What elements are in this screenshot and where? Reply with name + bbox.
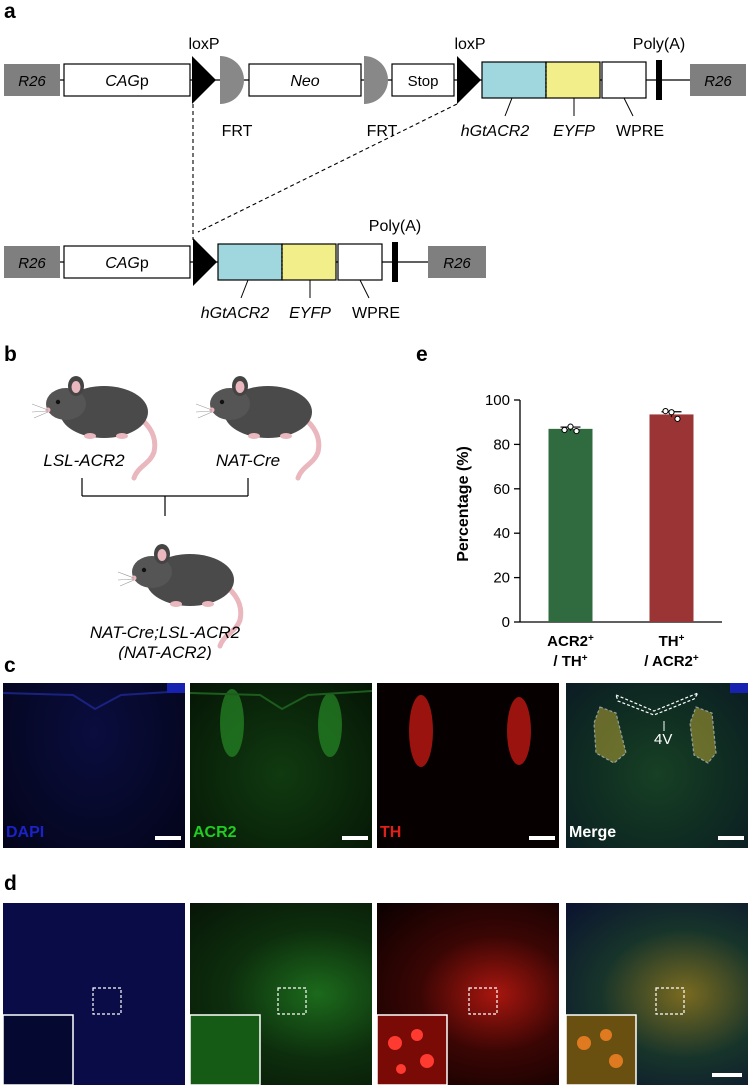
y-tick-label: 80 [493, 436, 510, 453]
scale-bar [718, 836, 744, 840]
y-tick-label: 20 [493, 570, 510, 587]
label-acr2: ACR2 [193, 824, 237, 841]
loxp-triangle-bottom [193, 238, 217, 286]
cag-promoter-box-bottom [63, 245, 191, 279]
wpre-box-bottom [337, 243, 383, 281]
bar-1 [649, 414, 694, 622]
neo-box [248, 63, 362, 97]
y-tick-label: 60 [493, 481, 510, 498]
data-point [561, 426, 568, 434]
eyfp-box-top [545, 61, 601, 99]
gene-label-top: hGtACR2 [461, 123, 530, 140]
polya-bar-bottom [392, 242, 398, 282]
loxp-label-2: loxP [454, 36, 485, 53]
micrograph-d-acr2 [190, 903, 372, 1085]
y-tick-label: 40 [493, 525, 510, 542]
eyfp-label-top: EYFP [553, 123, 595, 140]
x-tick-label-line1: TH+ [659, 633, 685, 651]
micrograph-c-acr2: ACR2 [190, 683, 372, 848]
panel-label-b: b [4, 343, 17, 366]
wpre-label-bottom: WPRE [352, 305, 400, 322]
y-axis-label: Percentage (%) [455, 446, 472, 562]
micrograph-d-merge [566, 903, 748, 1085]
data-point [668, 409, 675, 416]
neo-label: Neo [290, 73, 319, 90]
cagp-label-bottom: CAGp [105, 255, 149, 272]
r26-label-right-top: R26 [704, 73, 732, 90]
micrograph-c-th: TH [377, 683, 559, 848]
cag-promoter-box-top [63, 63, 191, 97]
r26-label-right-bottom: R26 [443, 255, 471, 272]
polya-label-bottom: Poly(A) [369, 218, 421, 235]
data-point [567, 423, 574, 430]
frt-label-2: FRT [367, 123, 398, 140]
loxp-triangle-1 [192, 56, 216, 104]
stop-label: Stop [408, 73, 439, 90]
loxp-label-1: loxP [188, 36, 219, 53]
r26-label-left-top: R26 [18, 73, 46, 90]
r26-label-left-bottom: R26 [18, 255, 46, 272]
micrograph-d-th [377, 903, 559, 1085]
polya-bar-top [656, 60, 662, 100]
acr2-box-top [481, 61, 547, 99]
scale-bar [529, 836, 555, 840]
parent-left-label: LSL-ACR2 [43, 451, 125, 470]
frt-semicircle-1 [220, 56, 244, 104]
y-tick-label: 100 [485, 392, 510, 409]
x-tick-label-line1: ACR2+ [547, 633, 594, 651]
x-tick-label-line2: / ACR2+ [644, 653, 699, 671]
offspring-label-2: (NAT-ACR2) [118, 643, 212, 660]
scale-bar [712, 1073, 742, 1077]
label-4v: 4V [654, 731, 673, 748]
x-tick-label-line2: / TH+ [553, 653, 587, 671]
data-point [573, 427, 580, 435]
data-point [662, 408, 669, 415]
label-th: TH [380, 824, 402, 841]
wpre-label-top: WPRE [616, 123, 664, 140]
micrograph-c-dapi: DAPI [3, 683, 185, 848]
parent-right-label: NAT-Cre [216, 451, 280, 470]
scale-bar [155, 836, 181, 840]
r26-box-right-top [690, 64, 746, 96]
frt-label-1: FRT [222, 123, 253, 140]
loxp-triangle-2 [457, 56, 481, 104]
stop-box [391, 63, 455, 97]
panel-label-c: c [4, 654, 16, 677]
eyfp-label-bottom: EYFP [289, 305, 331, 322]
panel-label-a: a [4, 0, 16, 23]
r26-box-left-bottom [4, 246, 60, 278]
micrograph-c-merge: 4V Merge [566, 683, 748, 848]
gene-label-bottom: hGtACR2 [201, 305, 270, 322]
data-point [674, 415, 681, 422]
scale-bar [342, 836, 368, 840]
label-dapi: DAPI [6, 824, 45, 841]
label-merge: Merge [569, 824, 617, 841]
polya-label-top: Poly(A) [633, 36, 685, 53]
micrograph-d-dapi [3, 903, 185, 1085]
r26-box-left-top [4, 64, 60, 96]
panel-label-e: e [416, 343, 428, 366]
offspring-label-1: NAT-Cre;LSL-ACR2 [90, 623, 241, 642]
breeding-diagram: LSL-ACR2 NAT-Cre NAT-Cre;LSL-ACR2 (NAT-A… [0, 340, 340, 660]
r26-box-right-bottom [428, 246, 486, 278]
wpre-box-top [601, 61, 647, 99]
construct-diagram: R26 CAGp loxP Neo Stop loxP Poly(A) R26 … [4, 36, 746, 322]
acr2-box-bottom [217, 243, 283, 281]
y-tick-label: 0 [502, 614, 510, 631]
frt-semicircle-2 [364, 56, 388, 104]
bar-0 [548, 428, 593, 622]
panel-label-d: d [4, 872, 17, 895]
cagp-label-top: CAGp [105, 73, 149, 90]
eyfp-box-bottom [281, 243, 337, 281]
